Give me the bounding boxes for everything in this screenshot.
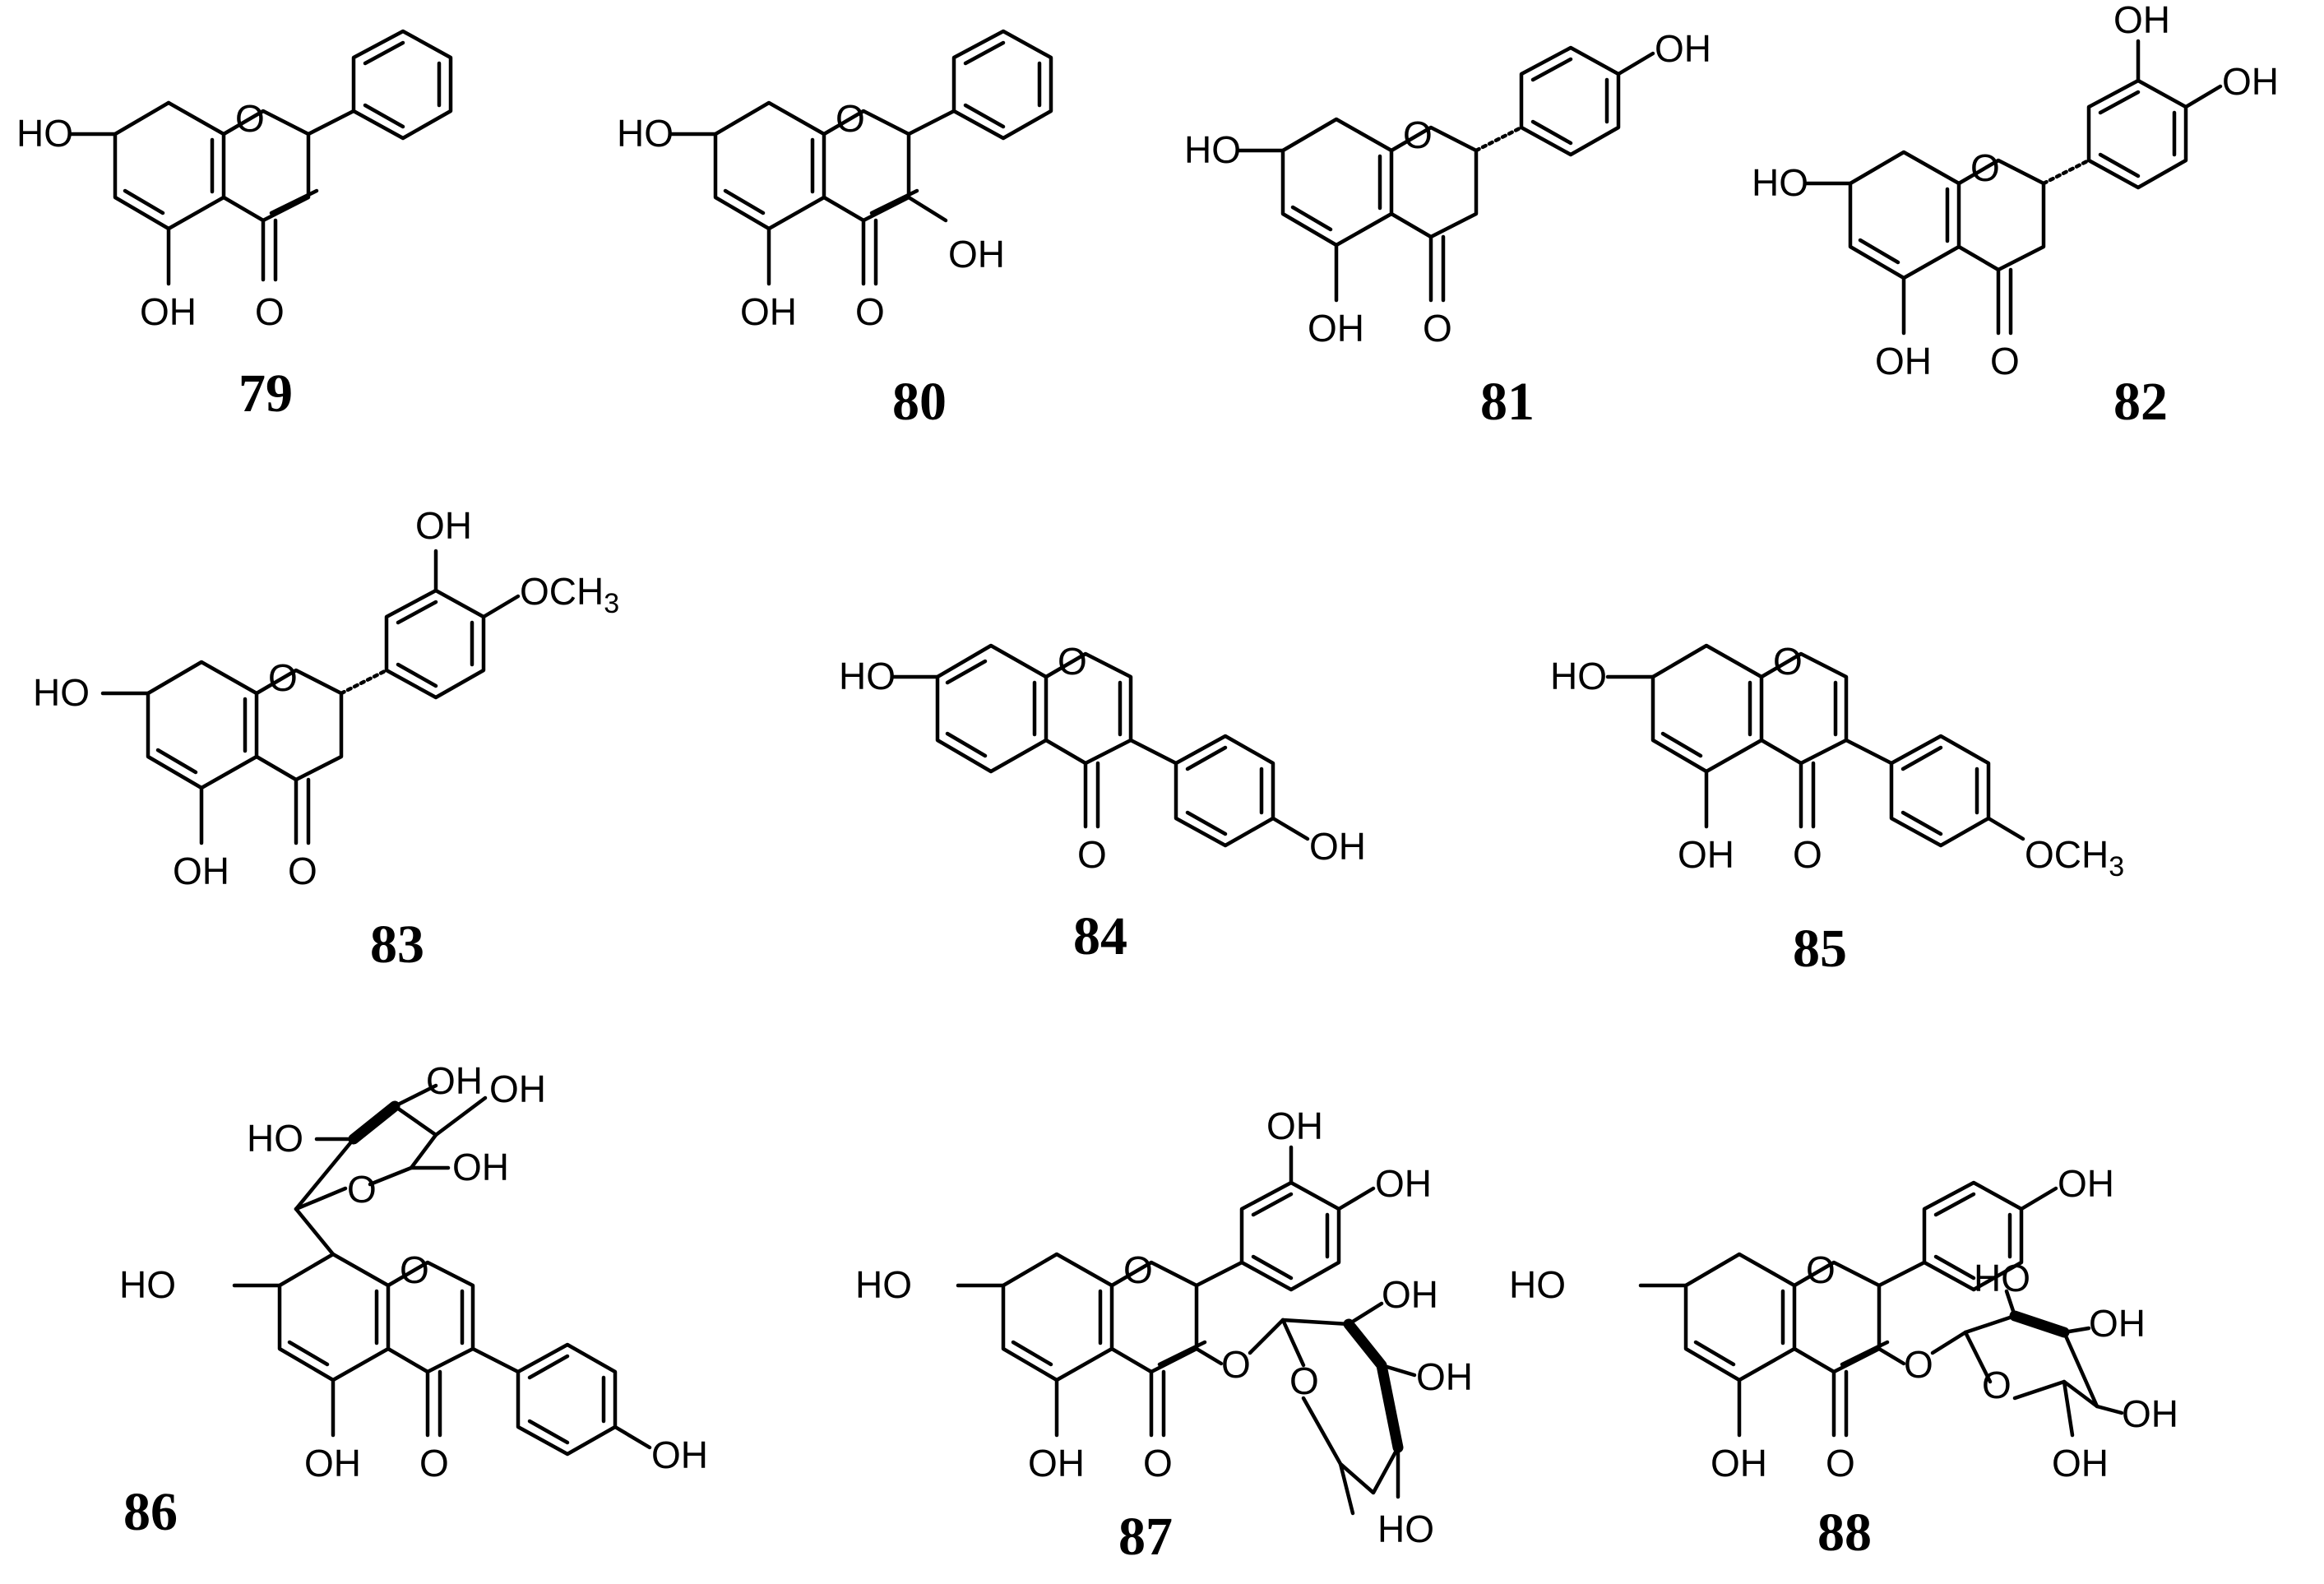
sugar-ring-o-label: O: [347, 1168, 377, 1211]
och3-subscript: 3: [604, 588, 619, 619]
oh4p-label: OH: [651, 1433, 708, 1476]
sugar-ring-o-label: O: [1982, 1364, 2012, 1406]
ho7-label: HO: [33, 671, 90, 714]
ho7-label: HO: [839, 655, 896, 697]
och3-text: OCH: [2025, 833, 2109, 876]
oh3p-label: OH: [2113, 0, 2170, 41]
compound-label-82: 82: [2113, 372, 2168, 432]
sugar-ho-label: HO: [1974, 1257, 2030, 1299]
compound-label-79: 79: [238, 364, 293, 424]
ho7-label: HO: [617, 112, 674, 155]
o1-label: O: [836, 97, 865, 140]
o4-label: O: [1077, 833, 1107, 876]
sugar-oh-label-1: OH: [426, 1059, 483, 1102]
oh5-label: OH: [140, 290, 197, 333]
oh4p-label: OH: [2058, 1162, 2114, 1205]
o4-label: O: [855, 290, 885, 333]
ho7-label: HO: [16, 112, 73, 155]
oh5-label: OH: [1711, 1442, 1767, 1484]
oh5-label: OH: [304, 1442, 361, 1484]
o1-label: O: [1123, 1248, 1153, 1291]
sugar-ring-o-label: O: [1289, 1359, 1319, 1402]
ho7-label: HO: [119, 1263, 176, 1306]
o3-label: O: [1904, 1343, 1933, 1386]
o1-label: O: [235, 97, 265, 140]
ho7-label: HO: [855, 1263, 912, 1306]
o4-label: O: [288, 850, 317, 892]
oh4p-label: OH: [1309, 825, 1366, 868]
compound-label-87: 87: [1118, 1507, 1173, 1567]
sugar-ho-label: HO: [247, 1117, 303, 1160]
o3-label: O: [1221, 1343, 1251, 1386]
compound-label-84: 84: [1073, 906, 1127, 966]
compound-label-86: 86: [123, 1482, 178, 1542]
ho7-label: HO: [1509, 1263, 1566, 1306]
oh5-label: OH: [1678, 833, 1734, 876]
o1-label: O: [1773, 640, 1803, 683]
sugar-oh-label-2: OH: [1416, 1355, 1473, 1398]
o4-label: O: [1826, 1442, 1855, 1484]
sugar-ho-label: HO: [1377, 1508, 1434, 1550]
oh4p-label: OH: [2222, 60, 2279, 103]
compound-label-85: 85: [1793, 919, 1847, 979]
sugar-oh-label-3: OH: [2052, 1442, 2109, 1484]
oh5-label: OH: [1875, 340, 1932, 382]
compound-81: HO O OH O OH 81: [1184, 27, 1711, 432]
compound-82: HO O OH O OH OH 82: [1752, 0, 2279, 432]
sugar-oh-label-1: OH: [1382, 1273, 1438, 1316]
och3-label: OCH3: [520, 570, 619, 619]
sugar-oh-label-3: OH: [452, 1146, 509, 1188]
och3-subscript: 3: [2109, 851, 2124, 882]
o1-label: O: [400, 1248, 429, 1291]
oh5-label: OH: [740, 290, 797, 333]
oh4p-label: OH: [1655, 27, 1711, 70]
compound-label-83: 83: [370, 915, 424, 975]
oh3p-label: OH: [415, 504, 472, 547]
oh3p-label: OH: [1266, 1105, 1323, 1147]
oh5-label: OH: [1308, 307, 1364, 350]
sugar-oh-label-1: OH: [2089, 1302, 2146, 1345]
oh3-label: OH: [948, 233, 1005, 276]
compound-88: HO O OH O O OH O HO OH OH OH 88: [1509, 1162, 2178, 1563]
och3-label: OCH3: [2025, 833, 2124, 882]
compound-80: HO O OH O OH 80: [617, 29, 1053, 432]
o1-label: O: [1403, 113, 1433, 156]
o4-label: O: [1143, 1442, 1173, 1484]
ho7-label: HO: [1184, 128, 1241, 171]
sugar-oh-label-2: OH: [2122, 1392, 2178, 1435]
compound-84: HO O O OH 84: [839, 640, 1366, 966]
o4-label: O: [255, 290, 285, 333]
compound-85: HO O OH O OCH3 85: [1550, 640, 2124, 979]
compound-79: HO O OH O 79: [16, 29, 453, 424]
compound-label-81: 81: [1480, 372, 1535, 432]
compound-label-88: 88: [1817, 1503, 1872, 1563]
o4-label: O: [419, 1442, 449, 1484]
compound-86: HO O OH O OH O HO OH OH OH 86: [119, 1059, 708, 1542]
oh4p-label: OH: [1375, 1162, 1432, 1205]
sugar-oh-label-2: OH: [489, 1068, 546, 1110]
compound-83: HO O OH O OH OCH3 83: [33, 504, 619, 975]
ho7-label: HO: [1752, 161, 1808, 204]
o4-label: O: [1793, 833, 1822, 876]
compound-label-80: 80: [892, 372, 947, 432]
o1-label: O: [1970, 146, 2000, 189]
compound-87: HO O OH O O OH OH O OH OH HO 87: [855, 1105, 1473, 1567]
o1-label: O: [268, 656, 298, 699]
o1-label: O: [1058, 640, 1087, 683]
oh5-label: OH: [173, 850, 229, 892]
o4-label: O: [1423, 307, 1452, 350]
o4-label: O: [1990, 340, 2020, 382]
oh5-label: OH: [1028, 1442, 1085, 1484]
ho7-label: HO: [1550, 655, 1607, 697]
o1-label: O: [1806, 1248, 1836, 1291]
och3-text: OCH: [520, 570, 604, 613]
